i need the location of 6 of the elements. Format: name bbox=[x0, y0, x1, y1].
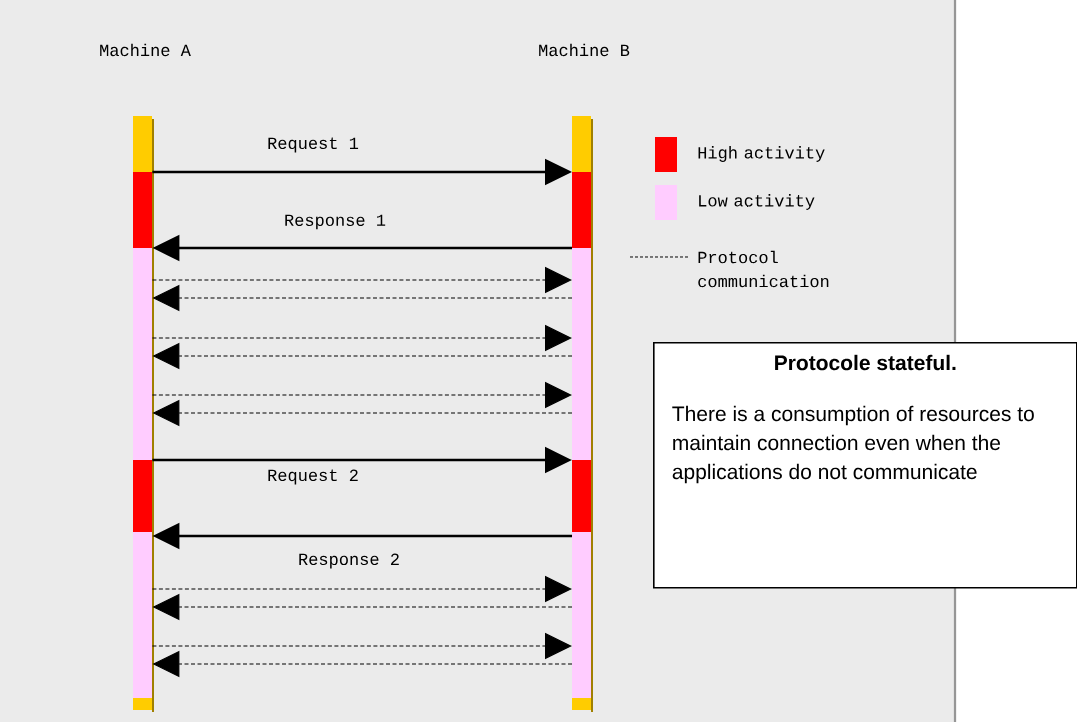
note-box: Protocole stateful. There is a consumption of resources to maintain connection even when the applications do not communicate bbox=[653, 342, 1077, 589]
lifeline-title: Machine B bbox=[539, 43, 630, 57]
legend-label: High activity bbox=[698, 146, 825, 162]
legend-label: Protocol communication bbox=[698, 250, 829, 288]
lifeline-title: Machine A bbox=[100, 43, 191, 57]
legend-label: Low activity bbox=[699, 194, 815, 210]
